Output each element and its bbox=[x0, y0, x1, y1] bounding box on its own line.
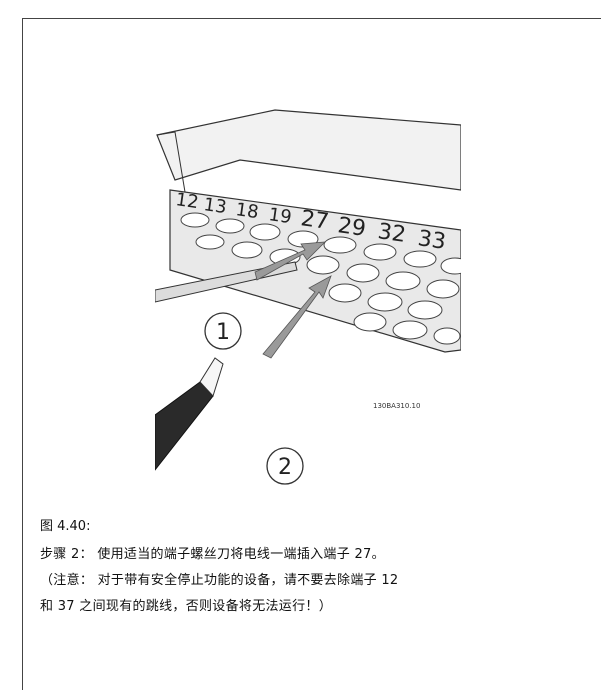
terminal-label-13: 13 bbox=[202, 194, 228, 218]
terminal-label-29: 29 bbox=[336, 213, 367, 242]
wire-core bbox=[199, 357, 224, 397]
terminal-label-18: 18 bbox=[234, 199, 260, 223]
connector-housing bbox=[156, 109, 461, 191]
callout-1-circle bbox=[204, 312, 242, 350]
terminal-label-12: 12 bbox=[174, 189, 200, 213]
terminal-label-19: 19 bbox=[267, 204, 293, 228]
note-text-line-2: 和 37 之间现有的跳线，否则设备将无法运行！） bbox=[40, 599, 333, 614]
arrow-2 bbox=[262, 275, 332, 359]
terminal-label-32: 32 bbox=[376, 219, 407, 248]
step-2-text: 步骤 2： 使用适当的端子螺丝刀将电线一端插入端子 27。 bbox=[40, 547, 385, 562]
terminal-wiring-illustration: 12 13 18 19 27 29 32 33 1 2 130BA310.10 bbox=[155, 109, 461, 485]
part-code: 130BA310.10 bbox=[373, 402, 420, 410]
wire-insulation bbox=[155, 381, 214, 471]
callout-2-circle bbox=[266, 447, 304, 485]
figure-caption: 图 4.40: bbox=[40, 519, 91, 534]
note-text-line-1: （注意： 对于带有安全停止功能的设备，请不要去除端子 12 bbox=[40, 573, 399, 588]
terminal-label-27: 27 bbox=[299, 206, 330, 235]
page-border-top bbox=[22, 18, 601, 19]
callout-2: 2 bbox=[278, 455, 292, 480]
terminal-label-33: 33 bbox=[416, 226, 447, 255]
callout-1: 1 bbox=[216, 320, 230, 345]
arrow-1 bbox=[254, 241, 327, 281]
page-border-left bbox=[22, 18, 23, 690]
